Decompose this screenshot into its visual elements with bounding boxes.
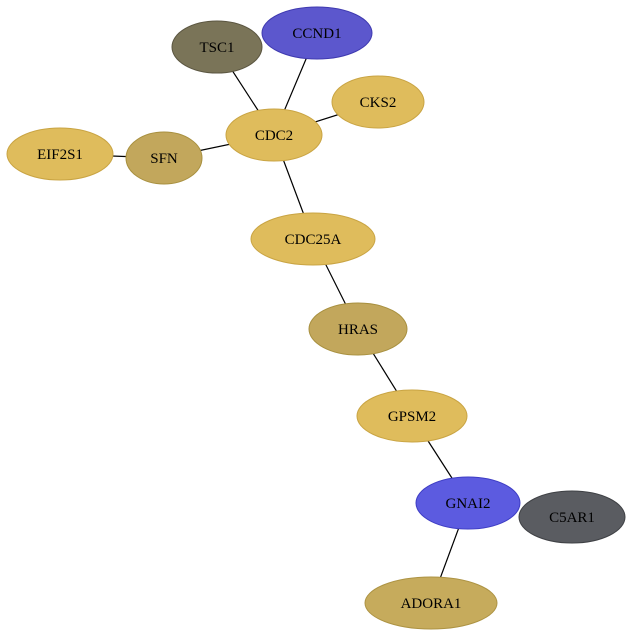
node-shape	[364, 576, 498, 630]
node-eif2s1[interactable]: EIF2S1	[6, 127, 114, 181]
node-ccnd1[interactable]: CCND1	[261, 6, 373, 60]
node-label: CKS2	[360, 95, 397, 111]
node-cdc2[interactable]: CDC2	[225, 108, 323, 162]
node-shape	[518, 490, 626, 544]
node-c5ar1[interactable]: C5AR1	[518, 490, 626, 544]
node-gnai2[interactable]: GNAI2	[415, 476, 521, 530]
node-label: CDC2	[255, 128, 293, 144]
node-cks2[interactable]: CKS2	[331, 75, 425, 129]
node-cdc25a[interactable]: CDC25A	[250, 212, 376, 266]
node-adora1[interactable]: ADORA1	[364, 576, 498, 630]
node-label: EIF2S1	[37, 147, 83, 163]
node-label: ADORA1	[401, 596, 462, 612]
node-shape	[125, 131, 203, 185]
node-shape	[308, 302, 408, 356]
node-shape	[171, 20, 263, 74]
node-shape	[250, 212, 376, 266]
node-label: TSC1	[199, 40, 234, 56]
node-shape	[6, 127, 114, 181]
node-shape	[261, 6, 373, 60]
node-gpsm2[interactable]: GPSM2	[356, 389, 468, 443]
node-label: CDC25A	[285, 232, 342, 248]
node-label: SFN	[150, 151, 178, 167]
node-label: C5AR1	[549, 510, 595, 526]
node-sfn[interactable]: SFN	[125, 131, 203, 185]
node-label: CCND1	[292, 26, 341, 42]
node-tsc1[interactable]: TSC1	[171, 20, 263, 74]
node-hras[interactable]: HRAS	[308, 302, 408, 356]
node-shape	[356, 389, 468, 443]
node-shape	[415, 476, 521, 530]
node-label: GPSM2	[388, 409, 436, 425]
node-label: HRAS	[338, 322, 378, 338]
node-shape	[225, 108, 323, 162]
node-shape	[331, 75, 425, 129]
node-label: GNAI2	[446, 496, 491, 512]
